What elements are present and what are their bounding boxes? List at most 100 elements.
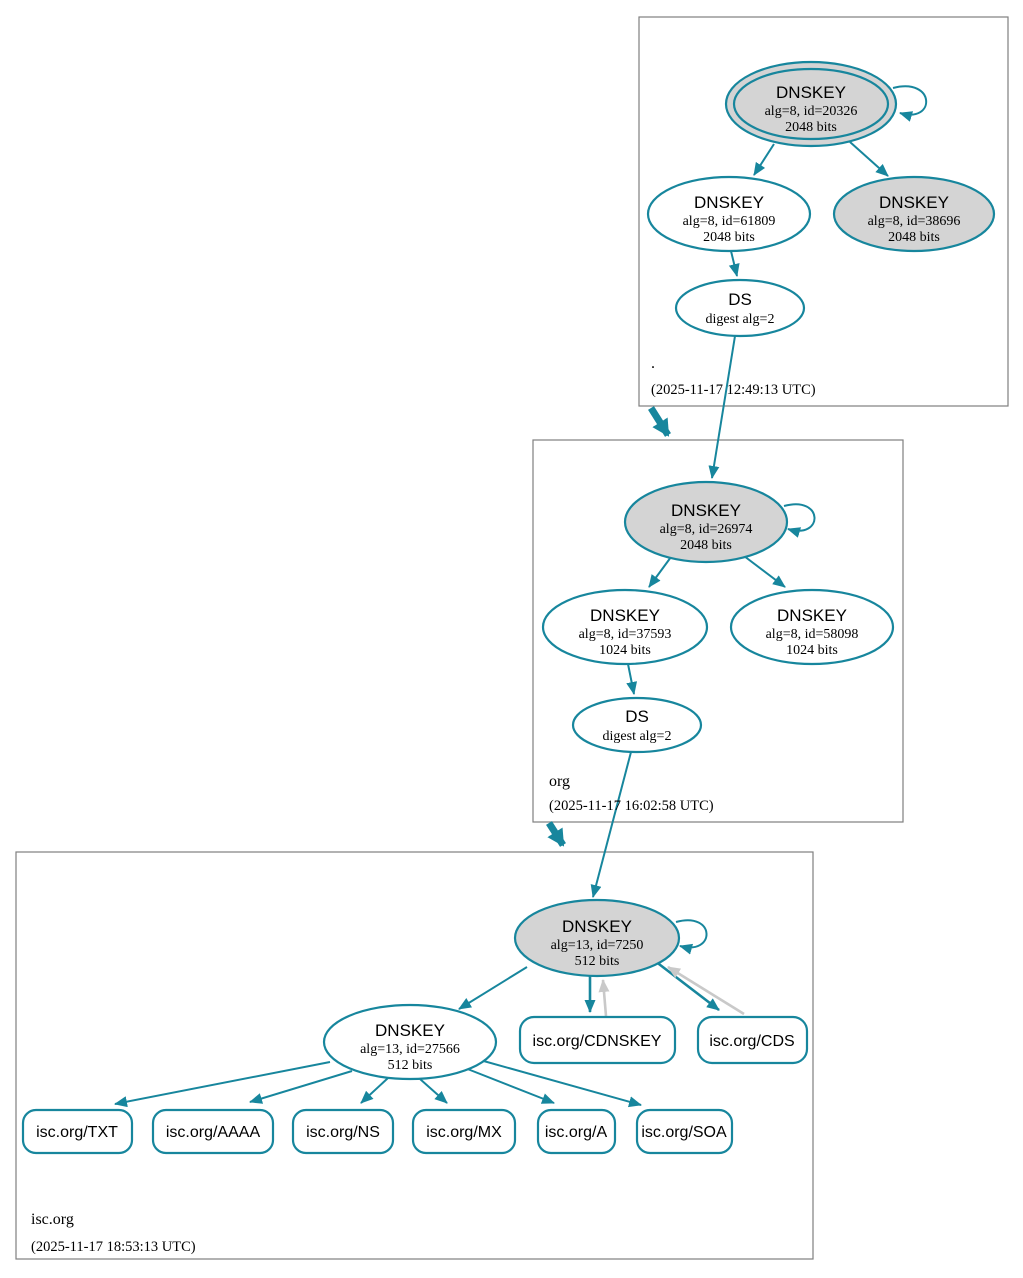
root-ds-title: DS xyxy=(728,290,752,309)
root-ds-node[interactable]: DS digest alg=2 xyxy=(674,278,806,338)
isc-mx-rrset-node[interactable]: isc.org/MX xyxy=(411,1108,517,1155)
isc-soa-rrset-node[interactable]: isc.org/SOA xyxy=(635,1108,734,1155)
edge-org-zsk-to-ds xyxy=(626,663,638,695)
org-key2-ellipse[interactable] xyxy=(729,588,895,666)
edge-isc-zsk-to-txt xyxy=(114,1061,331,1108)
root-key2-ellipse[interactable] xyxy=(832,175,996,253)
isc-ksk-title: DNSKEY xyxy=(562,917,632,936)
isc-cdnskey-rrset-node[interactable]: isc.org/CDNSKEY xyxy=(518,1015,677,1065)
edge-org-ksk-to-key2 xyxy=(743,555,786,588)
root-ksk-bits: 2048 bits xyxy=(785,120,837,135)
org-zsk-dnskey-node[interactable]: DNSKEY alg=8, id=37593 1024 bits xyxy=(541,588,709,666)
isc-cdnskey-label: isc.org/CDNSKEY xyxy=(533,1033,662,1050)
edge-org-ksk-to-zsk xyxy=(648,556,672,588)
isc-txt-label: isc.org/TXT xyxy=(36,1124,118,1141)
zone-org-label: org xyxy=(549,773,570,790)
isc-txt-rrset-node[interactable]: isc.org/TXT xyxy=(21,1108,134,1155)
isc-ns-rect[interactable] xyxy=(291,1108,395,1155)
isc-txt-rect[interactable] xyxy=(21,1108,134,1155)
isc-ns-rrset-node[interactable]: isc.org/NS xyxy=(291,1108,395,1155)
org-key2-detail: alg=8, id=58098 xyxy=(766,627,859,642)
org-zsk-detail: alg=8, id=37593 xyxy=(579,627,672,642)
edge-root-zsk-to-ds xyxy=(728,250,740,277)
isc-a-rrset-node[interactable]: isc.org/A xyxy=(536,1108,617,1155)
edge-isc-zsk-to-a xyxy=(464,1067,555,1104)
isc-soa-label: isc.org/SOA xyxy=(641,1124,727,1141)
edge-root-ksk-to-key2 xyxy=(849,141,889,177)
edge-isc-zsk-to-aaaa xyxy=(249,1070,353,1104)
root-key2-detail: alg=8, id=38696 xyxy=(868,214,961,229)
isc-zsk-bits: 512 bits xyxy=(388,1058,433,1073)
edge-isc-ksk-to-cds xyxy=(654,959,720,1012)
root-zsk-bits: 2048 bits xyxy=(703,230,755,245)
isc-zsk-dnskey-node[interactable]: DNSKEY alg=13, id=27566 512 bits xyxy=(322,1003,498,1081)
org-ds-detail: digest alg=2 xyxy=(603,729,672,744)
edge-org-ds-to-isc-ksk xyxy=(590,751,632,898)
zone-isc-timestamp: (2025-11-17 18:53:13 UTC) xyxy=(31,1239,196,1255)
root-ksk-inner-ring xyxy=(732,67,890,141)
edge-isc-cds-to-ksk-gray xyxy=(667,965,745,1016)
zone-isc-label: isc.org xyxy=(31,1211,74,1228)
org-ds-node[interactable]: DS digest alg=2 xyxy=(571,696,703,754)
org-ksk-detail: alg=8, id=26974 xyxy=(660,522,753,537)
root-ksk-dnskey-node[interactable]: DNSKEY alg=8, id=20326 2048 bits xyxy=(724,60,898,148)
delegation-arrow-org-to-isc xyxy=(546,821,566,847)
isc-ksk-ellipse[interactable] xyxy=(513,898,681,978)
isc-aaaa-label: isc.org/AAAA xyxy=(166,1124,261,1141)
isc-aaaa-rrset-node[interactable]: isc.org/AAAA xyxy=(151,1108,275,1155)
edge-root-ds-to-org-ksk xyxy=(708,335,736,479)
root-key2-title: DNSKEY xyxy=(879,193,949,212)
isc-ns-label: isc.org/NS xyxy=(306,1124,380,1141)
isc-cds-label: isc.org/CDS xyxy=(709,1033,794,1050)
isc-mx-rect[interactable] xyxy=(411,1108,517,1155)
root-key2-bits: 2048 bits xyxy=(888,230,940,245)
org-key2-bits: 1024 bits xyxy=(786,643,838,658)
root-zsk-title: DNSKEY xyxy=(694,193,764,212)
isc-zsk-ellipse[interactable] xyxy=(322,1003,498,1081)
root-ksk-title: DNSKEY xyxy=(776,83,846,102)
delegation-arrow-root-to-org xyxy=(648,406,671,437)
isc-mx-label: isc.org/MX xyxy=(426,1124,502,1141)
zone-org-timestamp: (2025-11-17 16:02:58 UTC) xyxy=(549,798,714,814)
isc-aaaa-rect[interactable] xyxy=(151,1108,275,1155)
org-ksk-self-loop-edge xyxy=(783,503,816,538)
edge-isc-zsk-to-ns xyxy=(360,1077,389,1104)
org-ksk-ellipse[interactable] xyxy=(623,480,789,564)
isc-a-rect[interactable] xyxy=(536,1108,617,1155)
zone-root-timestamp: (2025-11-17 12:49:13 UTC) xyxy=(651,382,816,398)
org-ds-ellipse[interactable] xyxy=(571,696,703,754)
root-ksk-detail: alg=8, id=20326 xyxy=(765,104,858,119)
edge-isc-zsk-to-soa xyxy=(479,1059,642,1108)
org-zsk-bits: 1024 bits xyxy=(599,643,651,658)
org-zsk-ellipse[interactable] xyxy=(541,588,709,666)
isc-cds-rrset-node[interactable]: isc.org/CDS xyxy=(696,1015,809,1065)
edge-isc-cdnskey-to-ksk-gray xyxy=(598,979,610,1017)
edge-root-ksk-to-zsk xyxy=(753,143,775,176)
isc-ksk-self-loop-edge xyxy=(675,919,708,955)
org-dnskey-58098-node[interactable]: DNSKEY alg=8, id=58098 1024 bits xyxy=(729,588,895,666)
isc-zsk-detail: alg=13, id=27566 xyxy=(360,1042,460,1057)
root-zsk-dnskey-node[interactable]: DNSKEY alg=8, id=61809 2048 bits xyxy=(646,175,812,253)
org-ksk-title: DNSKEY xyxy=(671,501,741,520)
isc-soa-rect[interactable] xyxy=(635,1108,734,1155)
isc-ksk-bits: 512 bits xyxy=(575,954,620,969)
root-zsk-detail: alg=8, id=61809 xyxy=(683,214,776,229)
edge-isc-ksk-to-zsk xyxy=(458,966,528,1010)
isc-a-label: isc.org/A xyxy=(545,1124,608,1141)
isc-cdnskey-rect[interactable] xyxy=(518,1015,677,1065)
org-key2-title: DNSKEY xyxy=(777,606,847,625)
org-ksk-dnskey-node[interactable]: DNSKEY alg=8, id=26974 2048 bits xyxy=(623,480,789,564)
root-ksk-self-loop-edge xyxy=(892,85,928,122)
root-ksk-outer-ring[interactable] xyxy=(724,60,898,148)
isc-ksk-detail: alg=13, id=7250 xyxy=(551,938,644,953)
root-dnskey-38696-node[interactable]: DNSKEY alg=8, id=38696 2048 bits xyxy=(832,175,996,253)
org-ds-title: DS xyxy=(625,707,649,726)
zone-root-label: . xyxy=(651,355,655,372)
root-zsk-ellipse[interactable] xyxy=(646,175,812,253)
org-ksk-bits: 2048 bits xyxy=(680,538,732,553)
isc-cds-rect[interactable] xyxy=(696,1015,809,1065)
isc-ksk-dnskey-node[interactable]: DNSKEY alg=13, id=7250 512 bits xyxy=(513,898,681,978)
root-ds-ellipse[interactable] xyxy=(674,278,806,338)
